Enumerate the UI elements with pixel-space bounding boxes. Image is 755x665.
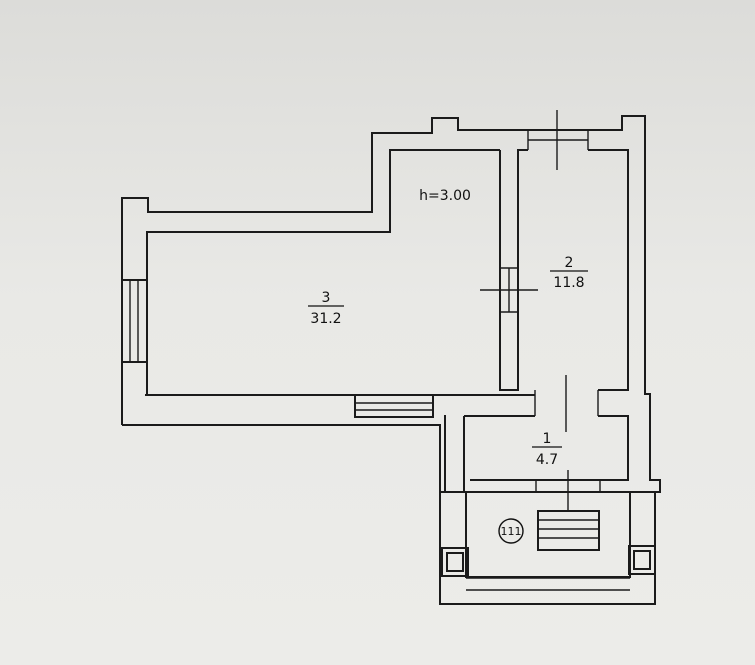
room-area: 4.7 [536, 452, 558, 468]
room-number: 3 [322, 290, 331, 306]
marker-number: 111 [501, 525, 522, 538]
room-3-label: 3 31.2 [308, 290, 344, 327]
door-bottom [354, 394, 434, 418]
porch [439, 491, 656, 605]
door-entrance [535, 470, 601, 510]
room-1-label: 1 4.7 [532, 431, 562, 468]
room-2-label: 2 11.8 [550, 255, 588, 291]
room-number: 2 [565, 255, 574, 271]
door-room-2-left [480, 267, 538, 313]
room-area: 11.8 [553, 275, 584, 291]
room-number: 1 [543, 431, 552, 447]
room-area: 31.2 [310, 311, 341, 327]
window-left [121, 279, 148, 363]
door-room-2-top [527, 110, 589, 170]
door-room-1 [534, 375, 599, 432]
ceiling-height-label: h=3.00 [419, 188, 471, 204]
porch-marker: 111 [498, 518, 524, 544]
porch-steps [537, 510, 600, 551]
interior-walls [148, 149, 629, 492]
outer-walls [121, 115, 661, 493]
